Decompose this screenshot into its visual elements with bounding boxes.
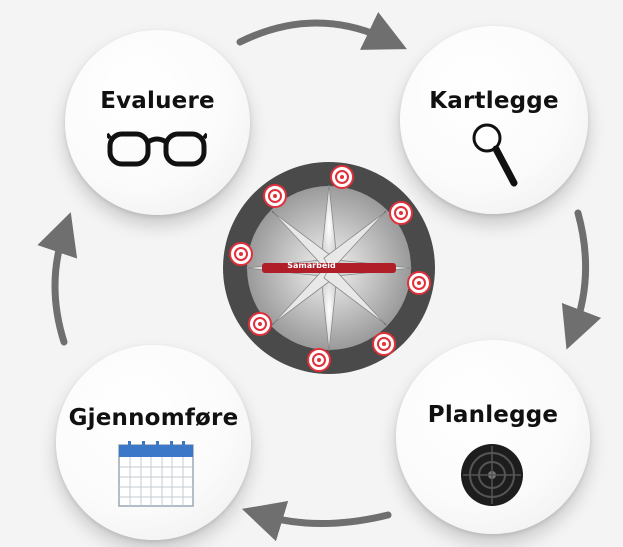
node-label-gjennomfore: Gjennomføre (68, 405, 239, 431)
center-label: Samarbeid (287, 261, 336, 270)
target-marker (407, 271, 431, 295)
arrow-kartlegge-to-planlegge (561, 209, 602, 350)
magnifier-icon (472, 123, 518, 187)
node-label-evaluere: Evaluere (100, 88, 215, 114)
arrow-evaluere-to-kartlegge (236, 11, 407, 50)
arrow-gjennomfore-to-evaluere (37, 212, 78, 346)
node-evaluere: Evaluere (65, 30, 250, 215)
target-marker (229, 242, 253, 266)
target-icon (461, 444, 523, 506)
target-marker (263, 184, 287, 208)
target-marker (248, 312, 272, 336)
target-marker (330, 165, 354, 189)
node-label-planlegge: Planlegge (427, 402, 559, 428)
target-marker (307, 348, 331, 372)
node-label-kartlegge: Kartlegge (429, 88, 559, 114)
center-banner (262, 263, 396, 273)
node-gjennomfore: Gjennomføre (56, 345, 251, 540)
arrow-planlegge-to-gjennomfore (241, 500, 392, 542)
glasses-icon (107, 131, 207, 167)
target-marker (389, 201, 413, 225)
node-kartlegge: Kartlegge (400, 26, 588, 214)
target-marker (372, 332, 396, 356)
node-planlegge: Planlegge (396, 340, 590, 534)
calendar-icon (118, 441, 194, 507)
target-markers (229, 165, 431, 372)
